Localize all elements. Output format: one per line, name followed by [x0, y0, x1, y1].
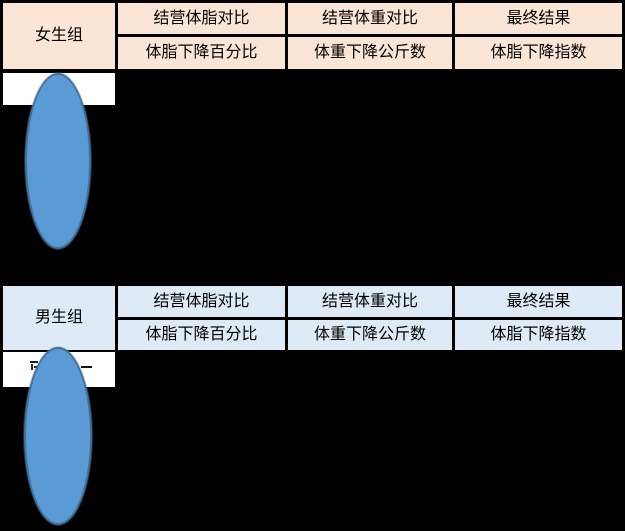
girls-subheader-fat-drop-percent: 体脂下降百分比 [118, 37, 285, 69]
blue-oval-annotation-boys[interactable] [24, 347, 92, 525]
boys-header-final-result: 最终结果 [455, 286, 622, 317]
obscured-text-fragment [81, 366, 92, 368]
girls-table-header: 女生组 结营体脂对比 结营体重对比 最终结果 体脂下降百分比 体重下降公斤数 体… [0, 0, 625, 69]
boys-header-fat-compare: 结营体脂对比 [118, 286, 285, 317]
girls-subheader-weight-drop-kg: 体重下降公斤数 [288, 37, 452, 69]
obscured-text-fragment [30, 361, 38, 363]
blue-oval-annotation-girls[interactable] [25, 73, 91, 249]
boys-subheader-fat-drop-percent: 体脂下降百分比 [118, 320, 285, 350]
boys-subheader-fat-drop-index: 体脂下降指数 [455, 320, 622, 350]
boys-group-cell: 男生组 [3, 286, 115, 350]
girls-header-fat-compare: 结营体脂对比 [118, 3, 285, 34]
boys-table-header: 男生组 结营体脂对比 结营体重对比 最终结果 体脂下降百分比 体重下降公斤数 体… [0, 283, 625, 350]
boys-subheader-weight-drop-kg: 体重下降公斤数 [288, 320, 452, 350]
boys-header-weight-compare: 结营体重对比 [288, 286, 452, 317]
girls-header-final-result: 最终结果 [455, 3, 622, 34]
girls-header-weight-compare: 结营体重对比 [288, 3, 452, 34]
obscured-text-fragment [31, 364, 33, 370]
girls-group-cell: 女生组 [3, 3, 115, 69]
girls-subheader-fat-drop-index: 体脂下降指数 [455, 37, 622, 69]
